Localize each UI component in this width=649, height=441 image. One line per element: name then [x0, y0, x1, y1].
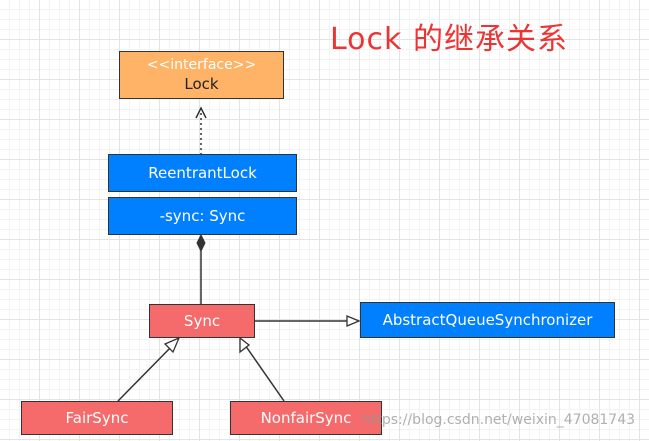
- sync-label: Sync: [183, 312, 221, 330]
- watermark-text: https://blog.csdn.net/weixin_47081743: [362, 412, 636, 428]
- fairsync-to-sync-arrowhead: [163, 336, 181, 354]
- nonfairsync-to-sync-line: [244, 344, 285, 402]
- aqs-node: AbstractQueueSynchronizer: [360, 302, 615, 338]
- reentrantlock-label: ReentrantLock: [148, 164, 257, 182]
- diagram-title: Lock 的继承关系: [330, 22, 568, 57]
- fairsync-label: FairSync: [65, 409, 129, 427]
- nonfairsync-node: NonfairSync: [230, 401, 382, 435]
- sync-to-aqs-arrowhead: [346, 315, 361, 327]
- composition-diamond: [196, 233, 206, 253]
- reentrantlock-field-node: -sync: Sync: [108, 197, 297, 235]
- nonfairsync-to-sync-arrowhead: [239, 336, 251, 354]
- sync-node: Sync: [149, 304, 255, 338]
- sync-field-label: -sync: Sync: [159, 207, 246, 225]
- interface-stereotype: <<interface>>: [146, 57, 257, 73]
- lock-node-label: Lock: [184, 75, 219, 93]
- fairsync-node: FairSync: [21, 401, 173, 435]
- reentrantlock-node: ReentrantLock: [108, 154, 297, 192]
- realization-arrowhead: [195, 106, 207, 119]
- aqs-label: AbstractQueueSynchronizer: [382, 311, 593, 329]
- lock-interface-node: <<interface>> Lock: [119, 51, 284, 99]
- nonfairsync-label: NonfairSync: [260, 409, 352, 427]
- fairsync-to-sync-line: [117, 343, 175, 402]
